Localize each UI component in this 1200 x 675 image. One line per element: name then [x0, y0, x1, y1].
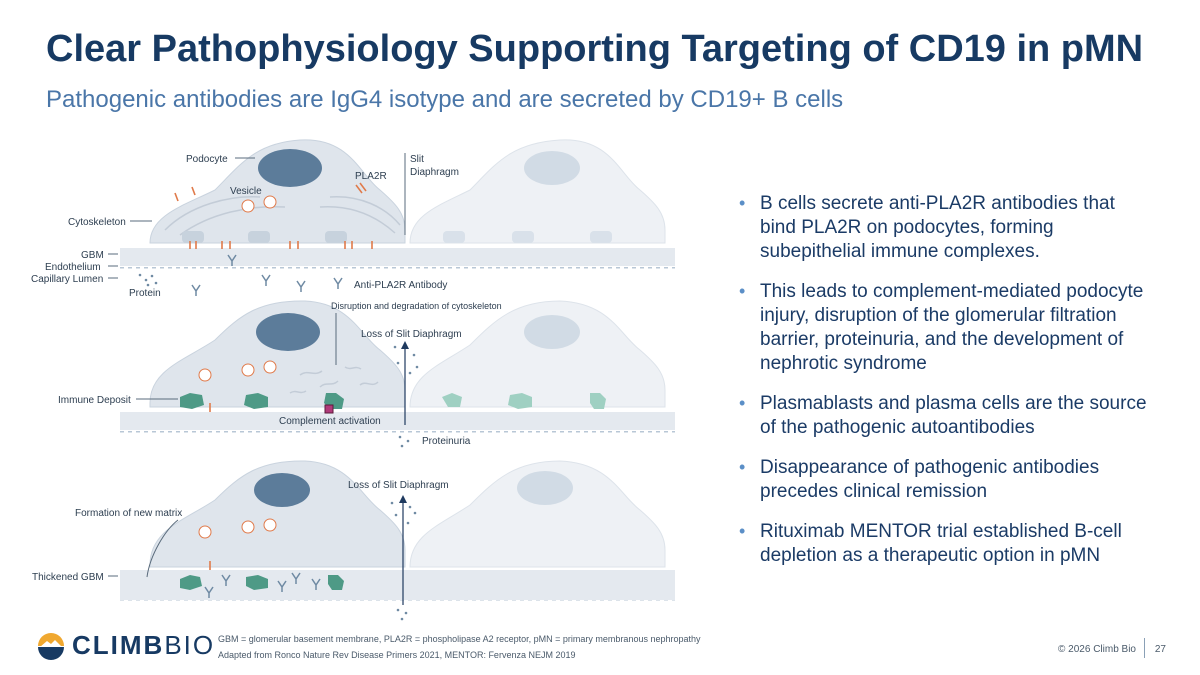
label-cytoskeleton: Cytoskeleton [68, 217, 126, 228]
bullet-dot-icon: • [739, 457, 746, 477]
label-new-matrix: Formation of new matrix [75, 508, 182, 519]
pathophysiology-diagram: Podocyte Vesicle PLA2R Slit Diaphragm Cy… [31, 139, 675, 621]
label-immune-deposit: Immune Deposit [58, 395, 131, 406]
panel-2-injury: Disruption and degradation of cytoskelet… [58, 300, 675, 448]
pla2r-receptors [174, 182, 373, 249]
label-loss-slit: Loss of Slit Diaphragm [361, 329, 462, 340]
podocyte-nucleus-faded [517, 471, 573, 505]
antibodies [204, 572, 321, 598]
label-proteinuria: Proteinuria [422, 436, 471, 447]
label-anti-pla2r: Anti-PLA2R Antibody [354, 280, 447, 291]
label-capillary-lumen: Capillary Lumen [31, 274, 103, 285]
endothelium-band [120, 600, 675, 603]
label-loss-slit: Loss of Slit Diaphragm [348, 480, 449, 491]
gbm-band [120, 248, 675, 266]
bullet-item: • B cells secrete anti-PLA2R antibodies t… [735, 192, 1155, 264]
vesicle [263, 518, 277, 532]
bullet-dot-icon: • [739, 281, 746, 301]
protein-leak-dots [393, 345, 419, 448]
key-points-list: • B cells secrete anti-PLA2R antibodies t… [735, 192, 1155, 584]
vesicle [241, 520, 255, 534]
vesicle [241, 199, 255, 213]
footnote-abbreviations: GBM = glomerular basement membrane, PLA2… [218, 634, 701, 644]
podocyte-cell-faded [409, 460, 666, 568]
gbm-band [120, 412, 675, 430]
complement-marker [324, 404, 334, 414]
arrow-head [399, 495, 407, 503]
bullet-text: Rituximab MENTOR trial established B-cel… [760, 521, 1122, 566]
label-pla2r: PLA2R [355, 171, 387, 182]
label-thickened-gbm: Thickened GBM [32, 572, 104, 583]
podocyte-nucleus-faded [524, 151, 580, 185]
bullet-text: Plasmablasts and plasma cells are the so… [760, 393, 1147, 438]
bullet-text: B cells secrete anti-PLA2R antibodies th… [760, 193, 1115, 262]
protein-dots [138, 273, 158, 287]
label-protein: Protein [129, 288, 161, 299]
bullet-item: • This leads to complement-mediated podoc… [735, 280, 1155, 376]
climbbio-logo: CLIMBBIO [36, 630, 215, 661]
bullet-item: • Disappearance of pathogenic antibodies … [735, 456, 1155, 504]
foot-processes [182, 231, 347, 243]
cytoskeleton-fibers [164, 196, 401, 236]
arrow-head [401, 341, 409, 349]
label-vesicle: Vesicle [230, 186, 262, 197]
podocyte-cell-faded [409, 139, 666, 244]
degraded-cytoskeleton [289, 366, 379, 394]
bullet-dot-icon: • [739, 193, 746, 213]
label-slit-1: Slit [410, 154, 424, 165]
podocyte-nucleus [256, 313, 320, 351]
slide-subtitle: Pathogenic antibodies are IgG4 isotype a… [46, 86, 844, 113]
page-number: 27 [1154, 644, 1166, 655]
footnote-references: Adapted from Ronco Nature Rev Disease Pr… [218, 650, 576, 660]
podocyte-cell [149, 460, 406, 568]
podocyte-nucleus-faded [524, 315, 580, 349]
endothelium-band [120, 266, 675, 269]
vesicle [241, 363, 255, 377]
bullet-item: • Plasmablasts and plasma cells are the s… [735, 392, 1155, 440]
panel-3-chronic: Loss of Slit Diaphragm Formation of new … [32, 460, 675, 621]
label-gbm: GBM [81, 250, 104, 261]
podocyte-cell [149, 300, 406, 408]
foot-processes-faded [443, 231, 612, 243]
bullet-text: Disappearance of pathogenic antibodies p… [760, 457, 1100, 502]
footer-divider [1144, 638, 1145, 658]
podocyte-nucleus [254, 473, 310, 507]
logo-wordmark: CLIMBBIO [72, 630, 216, 660]
bullet-dot-icon: • [739, 393, 746, 413]
vesicle [263, 360, 277, 374]
anti-pla2r-antibodies [191, 254, 343, 296]
label-podocyte: Podocyte [186, 154, 228, 165]
immune-deposits [180, 575, 344, 590]
label-endothelium: Endothelium [45, 262, 101, 273]
protein-leak-dots [390, 501, 417, 621]
vesicle [198, 368, 212, 382]
copyright-text: © 2026 Climb Bio [1058, 644, 1136, 655]
vesicle [263, 195, 277, 209]
mountain-sun-icon [38, 632, 64, 660]
label-slit-2: Diaphragm [410, 167, 459, 178]
podocyte-nucleus [258, 149, 322, 187]
label-disruption: Disruption and degradation of cytoskelet… [331, 301, 502, 311]
podocyte-cell-faded [409, 300, 666, 408]
bullet-dot-icon: • [739, 521, 746, 541]
thickened-gbm-band [120, 570, 675, 600]
label-complement: Complement activation [279, 416, 381, 427]
immune-deposits-faded [442, 393, 606, 409]
slide-title: Clear Pathophysiology Supporting Targeti… [46, 28, 1144, 70]
bullet-item: • Rituximab MENTOR trial established B-ce… [735, 520, 1155, 568]
panel-1-normal: Podocyte Vesicle PLA2R Slit Diaphragm Cy… [31, 139, 675, 299]
bullet-text: This leads to complement-mediated podocy… [760, 281, 1144, 374]
vesicle [198, 525, 212, 539]
endothelium-band [120, 430, 675, 433]
matrix-pointer [146, 519, 179, 578]
